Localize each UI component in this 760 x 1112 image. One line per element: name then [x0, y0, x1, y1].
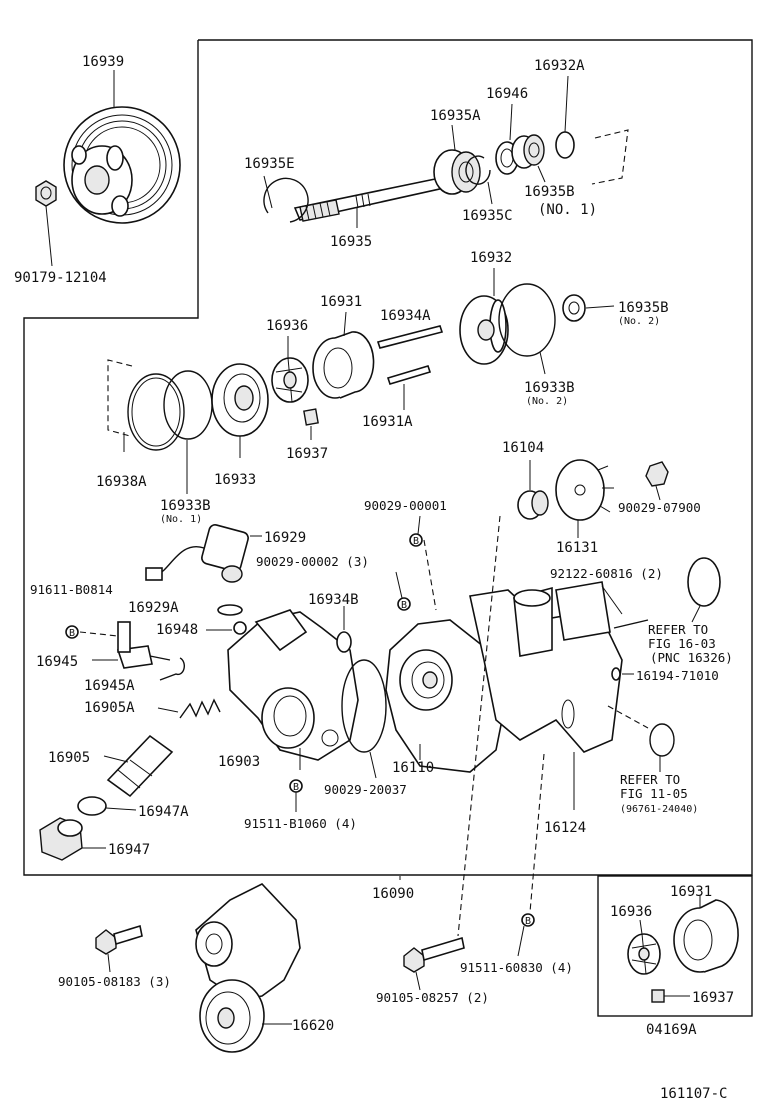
- label-91511-60830: 91511-60830 (4): [460, 960, 573, 975]
- pulley-16939: [35, 70, 181, 267]
- label-no2-a: (No. 2): [618, 316, 660, 327]
- label-16931: 16931: [320, 294, 362, 310]
- label-no1-b: (No. 1): [160, 514, 202, 525]
- label-16935B-2: 16935B: [618, 300, 669, 316]
- figure-code: 161107-C: [660, 1086, 727, 1102]
- label-16905: 16905: [48, 750, 90, 766]
- bottom-parts: [95, 779, 535, 1053]
- label-16935E: 16935E: [244, 156, 295, 172]
- label-16945A: 16945A: [84, 678, 135, 694]
- label-16905A: 16905A: [84, 700, 135, 716]
- label-16938A: 16938A: [96, 474, 147, 490]
- label-16131: 16131: [556, 540, 598, 556]
- part-labels: 16939 90179-12104 16932A 16946 16935A 16…: [14, 54, 734, 1102]
- label-16932A: 16932A: [534, 58, 585, 74]
- label-inset-04169A: 04169A: [646, 1022, 697, 1038]
- bolt-mark-2: B: [413, 536, 419, 547]
- label-16090: 16090: [372, 886, 414, 902]
- label-inset-16931: 16931: [670, 884, 712, 900]
- bolt-mark-4: B: [293, 782, 299, 793]
- label-16935C: 16935C: [462, 208, 513, 224]
- label-91611: 91611-B0814: [30, 582, 113, 597]
- label-16933: 16933: [214, 472, 256, 488]
- label-no2-b: (No. 2): [526, 396, 568, 407]
- frame-lines: [23, 39, 753, 1017]
- bolt-marks: B B B B B: [69, 536, 531, 927]
- label-90029-07900: 90029-07900: [618, 500, 701, 515]
- label-16946: 16946: [486, 86, 528, 102]
- valve-parts: [39, 524, 262, 861]
- label-refer1-b: FIG 16-03: [648, 636, 716, 651]
- label-16903: 16903: [218, 754, 260, 770]
- label-16934A: 16934A: [380, 308, 431, 324]
- label-refer2-a: REFER TO: [620, 772, 680, 787]
- label-90105-08183: 90105-08183 (3): [58, 974, 171, 989]
- label-inset-16936: 16936: [610, 904, 652, 920]
- label-16194: 16194-71010: [636, 668, 719, 683]
- cam-ring-group: [107, 268, 615, 494]
- label-no1-a: (NO. 1): [538, 202, 597, 218]
- reservoir-parts: [395, 459, 669, 937]
- label-90105-08257: 90105-08257 (2): [376, 990, 489, 1005]
- label-16936: 16936: [266, 318, 308, 334]
- label-16620: 16620: [292, 1018, 334, 1034]
- label-90029-00002: 90029-00002 (3): [256, 554, 369, 569]
- label-16929A: 16929A: [128, 600, 179, 616]
- label-16947A: 16947A: [138, 804, 189, 820]
- label-16935: 16935: [330, 234, 372, 250]
- label-16929: 16929: [264, 530, 306, 546]
- label-16947: 16947: [108, 842, 150, 858]
- label-refer2-c: (96761-24040): [620, 804, 698, 815]
- label-16932: 16932: [470, 250, 512, 266]
- label-16939: 16939: [82, 54, 124, 70]
- label-16104: 16104: [502, 440, 544, 456]
- label-16935A: 16935A: [430, 108, 481, 124]
- label-inset-16937: 16937: [692, 990, 734, 1006]
- shaft-assembly: [263, 75, 629, 228]
- label-16124: 16124: [544, 820, 586, 836]
- label-16934B: 16934B: [308, 592, 359, 608]
- inset-kit-04169A: [627, 896, 739, 1003]
- housings: [227, 557, 721, 810]
- label-91511-B1060: 91511-B1060 (4): [244, 816, 357, 831]
- label-16110: 16110: [392, 760, 434, 776]
- bolt-mark-1: B: [69, 628, 75, 639]
- label-16931A: 16931A: [362, 414, 413, 430]
- label-refer1-c: (PNC 16326): [650, 650, 733, 665]
- bolt-mark-5: B: [525, 916, 531, 927]
- label-refer1-a: REFER TO: [648, 622, 708, 637]
- label-16933B-1: 16933B: [160, 498, 211, 514]
- label-refer2-b: FIG 11-05: [620, 786, 688, 801]
- bolt-mark-3: B: [401, 600, 407, 611]
- label-92122: 92122-60816 (2): [550, 566, 663, 581]
- label-90029-00001: 90029-00001: [364, 498, 447, 513]
- label-90029-20037: 90029-20037: [324, 782, 407, 797]
- label-16935B-1: 16935B: [524, 184, 575, 200]
- label-90179: 90179-12104: [14, 270, 107, 286]
- label-16937: 16937: [286, 446, 328, 462]
- label-16948: 16948: [156, 622, 198, 638]
- label-16945: 16945: [36, 654, 78, 670]
- label-16933B-2: 16933B: [524, 380, 575, 396]
